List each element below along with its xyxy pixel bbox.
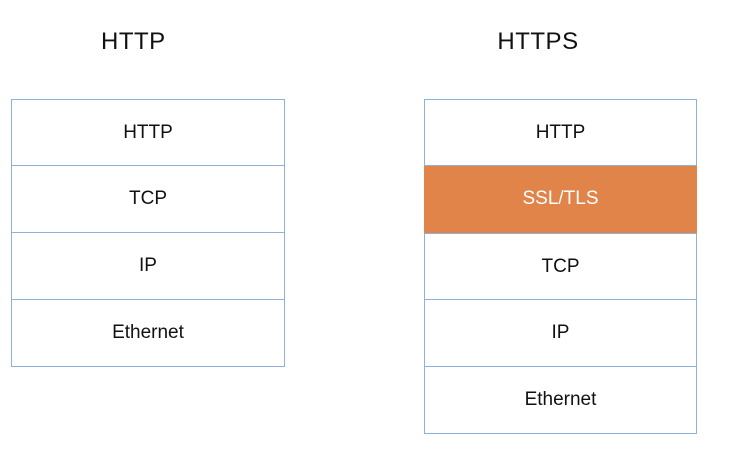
https-stack-layer-http: HTTP <box>424 99 697 166</box>
http-stack-title: HTTP <box>101 28 166 55</box>
https-protocol-stack: HTTP SSL/TLS TCP IP Ethernet <box>424 99 697 434</box>
https-stack-layer-ethernet: Ethernet <box>424 367 697 434</box>
http-stack-layer-ip: IP <box>11 233 285 300</box>
https-stack-layer-ip: IP <box>424 300 697 367</box>
https-stack-title: HTTPS <box>497 28 579 55</box>
http-stack-layer-tcp: TCP <box>11 166 285 233</box>
http-stack-layer-http: HTTP <box>11 99 285 166</box>
http-stack-layer-ethernet: Ethernet <box>11 300 285 367</box>
https-stack-layer-tcp: TCP <box>424 233 697 300</box>
http-protocol-stack: HTTP TCP IP Ethernet <box>11 99 285 367</box>
https-stack-layer-ssl-tls: SSL/TLS <box>424 166 697 233</box>
